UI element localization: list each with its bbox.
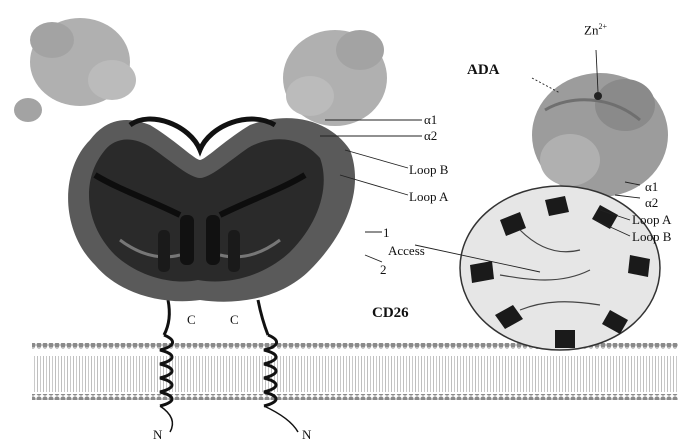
label-left-alpha2: α2 — [424, 129, 437, 142]
zinc-ion-icon — [594, 92, 602, 100]
cd26-propeller — [460, 186, 660, 350]
cd26-dimer — [68, 118, 355, 302]
label-right-alpha2: α2 — [645, 196, 658, 209]
label-right-loop-a: Loop A — [632, 213, 671, 226]
ada-right-top — [283, 30, 387, 126]
label-n-left: N — [153, 428, 162, 441]
label-zinc: Zn2+ — [584, 23, 607, 36]
label-right-alpha1: α1 — [645, 180, 658, 193]
lipid-bilayer — [32, 343, 678, 400]
label-site-1: 1 — [383, 226, 390, 239]
label-left-alpha1: α1 — [424, 113, 437, 126]
label-n-right: N — [302, 428, 311, 441]
label-site-2: 2 — [380, 263, 387, 276]
label-cd26: CD26 — [372, 306, 409, 321]
label-left-loop-a: Loop A — [409, 190, 448, 203]
ada-left-top — [14, 18, 136, 122]
label-c-right: C — [230, 313, 239, 326]
label-right-loop-b: Loop B — [632, 230, 671, 243]
label-left-loop-b: Loop B — [409, 163, 448, 176]
label-access: Access — [388, 244, 425, 257]
label-ada: ADA — [467, 63, 500, 78]
label-c-left: C — [187, 313, 196, 326]
